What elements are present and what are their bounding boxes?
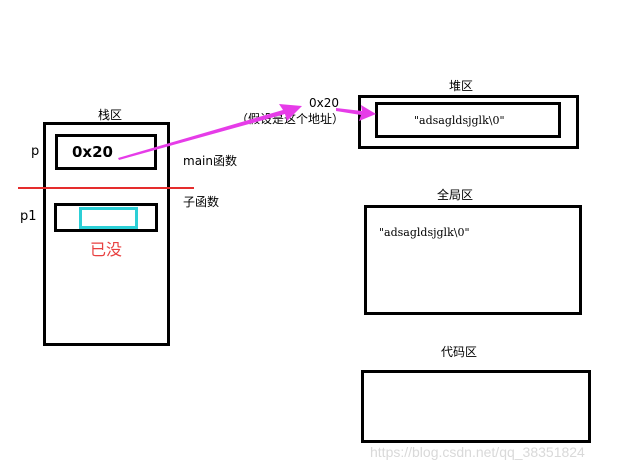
heap-string: "adsagldsjglk\0" <box>414 114 505 127</box>
global-region <box>364 205 582 315</box>
heap-string-cell <box>375 102 561 138</box>
pointer-arrow-to-address <box>118 104 302 160</box>
main-func-label: main函数 <box>183 154 237 168</box>
code-title: 代码区 <box>441 345 478 359</box>
var-p-label: p <box>31 144 40 159</box>
watermark: https://blog.csdn.net/qq_38351824 <box>370 444 585 460</box>
gone-label: 已没 <box>90 240 123 259</box>
address-note: （假设是这个地址） <box>236 112 345 126</box>
pointer-arrow-to-heap <box>336 105 376 121</box>
global-string: "adsagldsjglk\0" <box>379 226 470 239</box>
var-p1-cell <box>54 203 158 232</box>
global-title: 全局区 <box>437 188 474 202</box>
heap-title: 堆区 <box>449 79 474 93</box>
code-region <box>361 370 591 443</box>
address-label: 0x20 <box>309 96 340 110</box>
var-p-value: 0x20 <box>72 143 113 161</box>
freed-memory-box <box>79 207 138 229</box>
stack-title: 栈区 <box>98 108 123 122</box>
var-p1-label: p1 <box>20 209 37 224</box>
frame-divider-line <box>18 187 194 189</box>
sub-func-label: 子函数 <box>183 195 220 209</box>
